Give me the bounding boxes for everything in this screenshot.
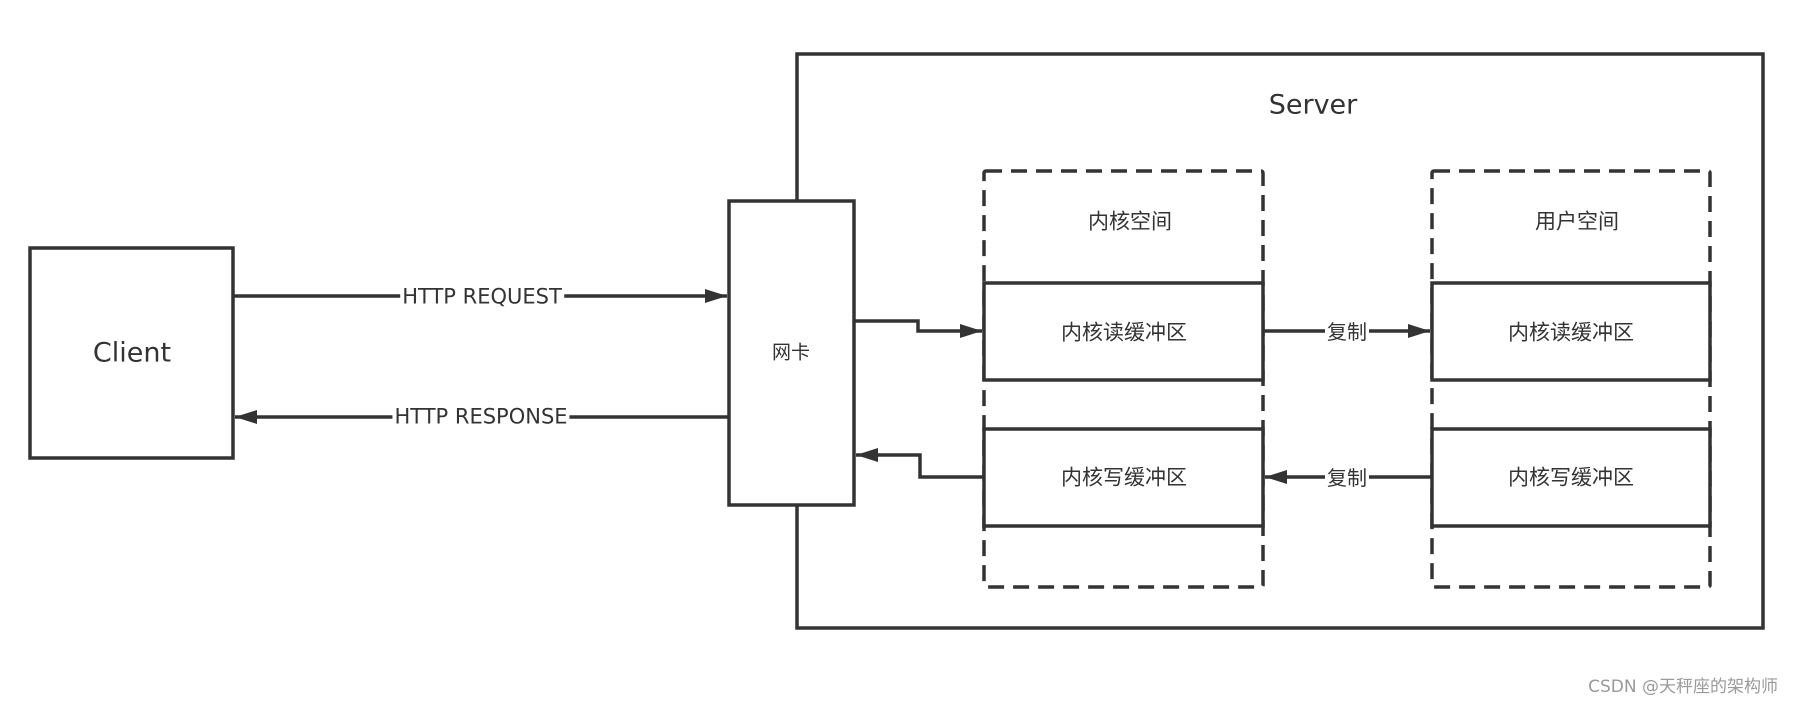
kernel-write-to-nic-arrow (856, 448, 984, 479)
client-label: Client (92, 337, 172, 369)
copy-write-label: 复制 (1325, 466, 1369, 490)
nic-to-kernel-read-arrow (854, 319, 982, 338)
user-write-buffer-label: 内核写缓冲区 (1508, 465, 1634, 490)
kernel-read-buffer-label: 内核读缓冲区 (1061, 320, 1187, 345)
watermark: CSDN @天秤座的架构师 (1588, 677, 1778, 697)
kernel-write-buffer-label: 内核写缓冲区 (1061, 465, 1187, 490)
kernel-write-buffer-box (982, 427, 1265, 528)
copy-read-label: 复制 (1325, 320, 1369, 344)
http-response-label: HTTP RESPONSE (392, 404, 570, 429)
http-request-label: HTTP REQUEST (400, 284, 564, 309)
kernel-read-buffer-box (982, 281, 1265, 382)
client-box (28, 246, 235, 460)
user-read-buffer-box (1430, 281, 1712, 382)
nic-box (727, 199, 856, 507)
server-label: Server (1268, 89, 1358, 121)
user-read-buffer-label: 内核读缓冲区 (1508, 320, 1634, 345)
nic-label: 网卡 (771, 341, 811, 364)
user-space-label: 用户空间 (1535, 209, 1619, 234)
user-write-buffer-box (1430, 427, 1712, 528)
kernel-space-label: 内核空间 (1088, 209, 1172, 234)
